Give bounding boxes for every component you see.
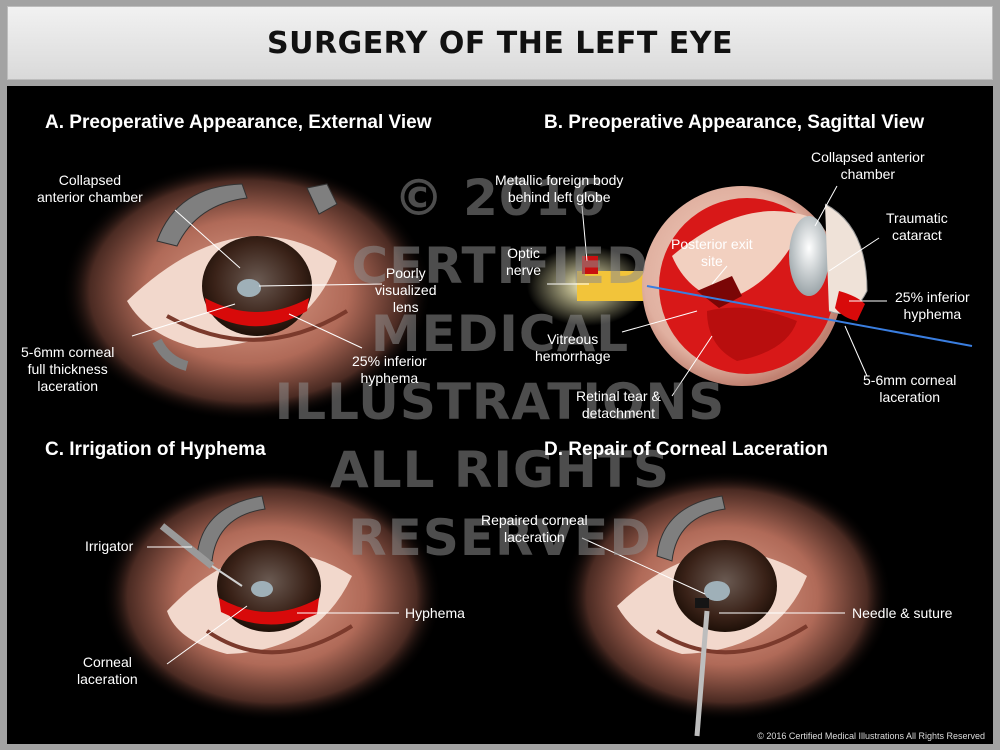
label-vitreous-hemorrhage: Vitreous hemorrhage [535,331,611,365]
panel-b-eye [527,186,973,386]
label-corneal-laceration-c: Corneal laceration [77,654,138,688]
label-poorly-visualized-lens: Poorly visualized lens [375,265,436,316]
label-line: laceration [879,389,941,405]
label-posterior-exit-site: Posterior exit site [671,236,753,270]
label-line: anterior chamber [37,189,143,205]
label-line: Retinal tear & [576,388,661,404]
label-line: 25% inferior [895,289,970,305]
label-collapsed-anterior-chamber: Collapsed anterior chamber [37,172,143,206]
label-inferior-hyphema-a: 25% inferior hyphema [352,353,427,387]
watermark-line-5: ALL RIGHTS [330,441,670,499]
label-repaired-corneal-laceration: Repaired corneal laceration [481,512,588,546]
label-line: Posterior exit [671,236,753,252]
label-line: hyphema [360,370,419,386]
watermark-line-1: © 2016 [393,169,607,227]
illustration-svg [62,161,973,737]
label-line: nerve [506,262,542,278]
label-line: Poorly [385,265,426,281]
label-line: Collapsed [58,172,122,188]
label-line: lens [392,299,419,315]
panel-d-title: D. Repair of Corneal Laceration [544,439,829,460]
label-line: full thickness [27,361,108,377]
label-line: Optic [507,245,540,261]
label-line: Collapsed anterior [811,149,925,165]
label-corneal-laceration-b: 5-6mm corneal laceration [863,372,956,406]
panel-d-eye [562,471,892,737]
label-metallic-foreign-body: Metallic foreign body behind left globe [495,172,623,206]
label-line: Repaired corneal [481,512,588,528]
figure-canvas: © 2016 CERTIFIED MEDICAL ILLUSTRATIONS A… [7,86,993,744]
label-needle-suture: Needle & suture [852,605,953,621]
label-line: Traumatic [886,210,948,226]
label-optic-nerve: Optic nerve [506,245,541,279]
label-line: detachment [581,405,655,421]
label-line: laceration [503,529,565,545]
watermark-line-2: CERTIFIED [351,237,649,295]
watermark-line-3: MEDICAL [370,305,630,363]
panel-a-leader-lines [131,209,383,349]
label-line: 5-6mm corneal [21,344,115,360]
panel-d-leader-lines [581,537,845,614]
watermark-line-4: ILLUSTRATIONS [274,373,726,431]
label-line: hyphema [903,306,962,322]
label-irrigator: Irrigator [85,538,134,554]
label-line: 5-6mm corneal [863,372,957,388]
panel-c-leader-lines [147,546,399,665]
panel-b-leader-lines [547,185,887,397]
panel-a-eye [62,161,432,421]
label-line: cataract [891,227,942,243]
label-line: laceration [77,671,138,687]
panel-a-title: A. Preoperative Appearance, External Vie… [45,112,432,133]
label-corneal-laceration-a: 5-6mm corneal full thickness laceration [21,344,114,395]
label-line: visualized [375,282,437,298]
label-line: chamber [840,166,896,182]
label-traumatic-cataract: Traumatic cataract [886,210,948,244]
label-inferior-hyphema-b: 25% inferior hyphema [895,289,970,323]
figure-title: SURGERY OF THE LEFT EYE [267,25,733,61]
label-line: behind left globe [507,189,611,205]
label-line: Metallic foreign body [495,172,624,188]
watermark-line-6: RESERVED [348,509,652,567]
label-line: 25% inferior [352,353,427,369]
label-line: Vitreous [547,331,599,347]
panel-c-eye [102,471,442,721]
label-collapsed-anterior-chamber-b: Collapsed anterior chamber [811,149,925,183]
label-line: laceration [37,378,99,394]
label-line: hemorrhage [535,348,611,364]
copyright-notice: © 2016 Certified Medical Illustrations A… [757,731,985,741]
panel-b-title: B. Preoperative Appearance, Sagittal Vie… [544,112,925,133]
title-bar: SURGERY OF THE LEFT EYE [7,6,993,80]
label-line: Corneal [82,654,132,670]
panel-c-title: C. Irrigation of Hyphema [45,439,266,460]
label-line: site [700,253,723,269]
label-retinal-tear: Retinal tear & detachment [576,388,661,422]
label-hyphema-c: Hyphema [405,605,465,621]
